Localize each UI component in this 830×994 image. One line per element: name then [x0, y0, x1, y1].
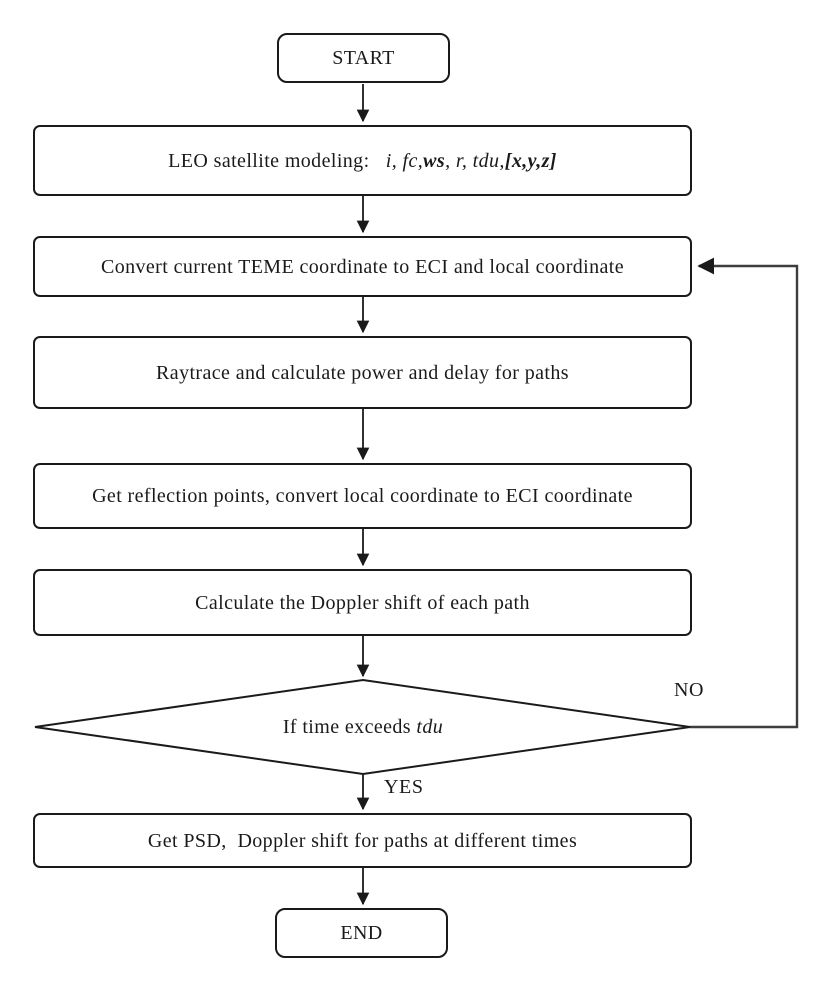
node-start-label: START	[332, 47, 395, 69]
node-get-reflection-points-label: Get reflection points, convert local coo…	[92, 485, 633, 507]
edge-label-no: NO	[674, 679, 704, 702]
node-get-psd: Get PSD, Doppler shift for paths at diff…	[33, 813, 692, 868]
node-end-label: END	[340, 922, 383, 944]
node-raytrace: Raytrace and calculate power and delay f…	[33, 336, 692, 409]
node-decision-time-exceeds-label: If time exceeds tdu	[282, 715, 444, 738]
edge-decision-no-loop	[690, 257, 799, 729]
node-decision-time-exceeds: If time exceeds tdu	[163, 707, 563, 747]
edge-label-yes: YES	[384, 776, 424, 799]
node-calculate-doppler: Calculate the Doppler shift of each path	[33, 569, 692, 636]
node-raytrace-label: Raytrace and calculate power and delay f…	[156, 361, 569, 384]
node-end: END	[275, 908, 448, 958]
edge-label-yes-text: YES	[384, 776, 424, 798]
node-convert-teme-label: Convert current TEME coordinate to ECI a…	[100, 255, 625, 278]
node-leo-modeling: LEO satellite modeling: i, fc,ws, r, tdu…	[33, 125, 692, 196]
edge-label-no-text: NO	[674, 679, 705, 701]
node-convert-teme: Convert current TEME coordinate to ECI a…	[33, 236, 692, 297]
node-start: START	[277, 33, 450, 83]
decision-diamond-shape	[34, 678, 691, 776]
node-calculate-doppler-label: Calculate the Doppler shift of each path	[195, 591, 530, 614]
node-get-psd-label: Get PSD, Doppler shift for paths at diff…	[147, 829, 578, 852]
node-leo-modeling-label: LEO satellite modeling: i, fc,ws, r, tdu…	[168, 149, 557, 172]
node-get-reflection-points: Get reflection points, convert local coo…	[33, 463, 692, 529]
